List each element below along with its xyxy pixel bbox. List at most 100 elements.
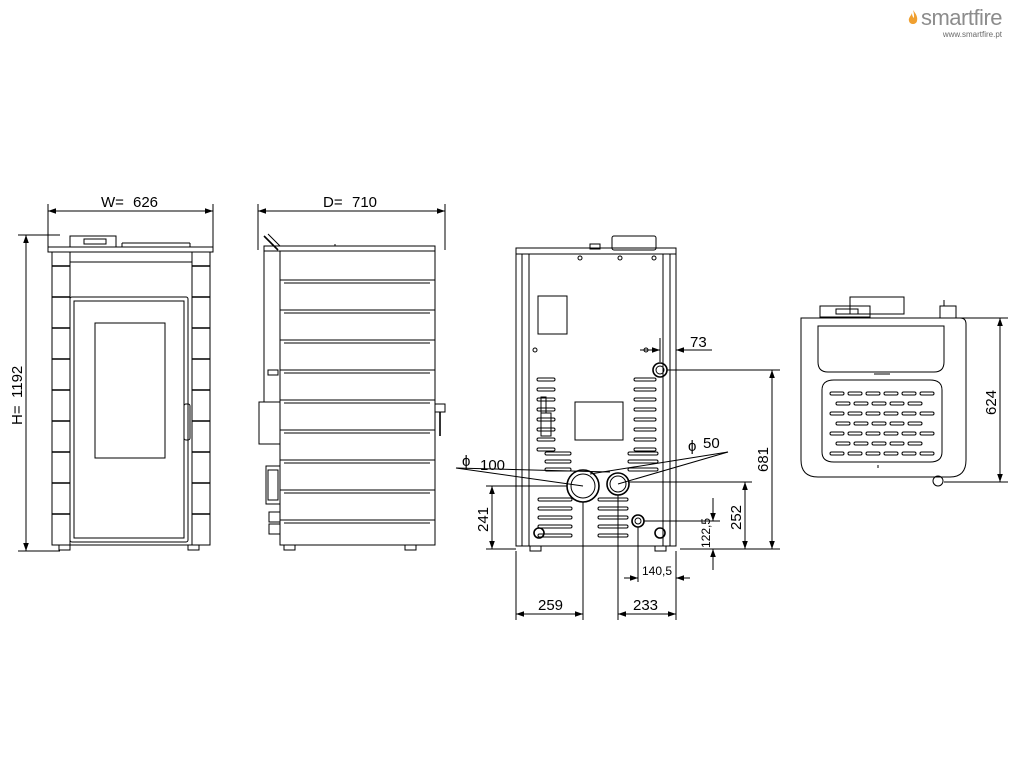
door-handle: [183, 403, 191, 441]
rear-vent-slot: [537, 515, 573, 520]
top-vent-slot: [829, 391, 845, 396]
depth-value: 710: [352, 194, 377, 211]
top-vent-slot: [865, 431, 881, 436]
rear-vent-slot: [597, 506, 629, 511]
rear-control-box: [611, 235, 657, 251]
dim-259: 259: [538, 597, 563, 614]
rear-vent-slot: [537, 533, 573, 538]
front-view: W= 626 H= 1192: [9, 194, 214, 552]
top-vent-slot: [865, 411, 881, 416]
rear-vent-slot: [633, 377, 657, 382]
top-vent-slot: [919, 431, 935, 436]
brand-url: www.smartfire.pt: [942, 30, 1002, 39]
top-vent-slot: [865, 451, 881, 456]
dim-252: 252: [728, 505, 745, 530]
top-vent-slot: [847, 431, 863, 436]
dim-233: 233: [633, 597, 658, 614]
rear-vent-slot: [536, 387, 556, 392]
rear-vent-slot: [544, 459, 572, 464]
top-vent-slot: [829, 411, 845, 416]
control-panel: [69, 235, 117, 248]
rear-vent-slot: [536, 427, 556, 432]
top-vent-slot: [871, 441, 887, 446]
side-view: D= 710: [257, 194, 446, 551]
top-vent-slot: [835, 441, 851, 446]
width-label: W=: [101, 194, 124, 211]
top-vent-slot: [919, 411, 935, 416]
rear-vent-slot: [597, 497, 629, 502]
dim-624: 624: [983, 390, 1000, 415]
top-vent-slot: [883, 411, 899, 416]
dim-681: 681: [755, 447, 772, 472]
brand-name: smartfire: [920, 5, 1003, 30]
top-vent-slot: [907, 441, 923, 446]
rear-vent-slot: [536, 437, 556, 442]
top-vent-slot: [835, 421, 851, 426]
rear-vent-slot: [627, 467, 659, 472]
rear-vent-slot: [633, 417, 657, 422]
top-outline: [800, 317, 967, 478]
top-vent-slot: [907, 421, 923, 426]
rear-vent-slot: [627, 451, 659, 456]
top-vent-slot: [883, 391, 899, 396]
top-vent-slot: [853, 401, 869, 406]
dim-241: 241: [475, 507, 492, 532]
height-label: H=: [9, 405, 26, 425]
top-vent-slot: [829, 431, 845, 436]
top-vent-slot: [835, 401, 851, 406]
top-vent-slot: [901, 451, 917, 456]
top-vent-slot: [847, 411, 863, 416]
rear-vent-slot: [633, 447, 657, 452]
top-vent-slot: [919, 451, 935, 456]
door-glass: [94, 322, 166, 459]
pipe-50-label: 50: [703, 435, 720, 452]
rear-vent-slot: [544, 451, 572, 456]
top-vent-slot: [871, 421, 887, 426]
door-frame: [69, 296, 189, 543]
rear-vent-slot: [633, 397, 657, 402]
rear-vent-slot: [536, 417, 556, 422]
rear-vent-slot: [627, 459, 659, 464]
top-vent-slot: [883, 451, 899, 456]
rear-small-fitting: [652, 362, 668, 378]
top-vent-slot: [919, 391, 935, 396]
height-value: 1192: [9, 366, 26, 398]
rear-vent-slot: [633, 407, 657, 412]
top-vent-slot: [871, 401, 887, 406]
top-vent-slot: [901, 391, 917, 396]
brand-logo: smartfire www.smartfire.pt: [907, 5, 1003, 39]
dim-73: 73: [690, 334, 707, 351]
top-vent-slot: [883, 431, 899, 436]
width-value: 626: [133, 194, 158, 211]
rear-vent-slot: [597, 533, 629, 538]
rear-vent-slot: [597, 515, 629, 520]
rear-vent-slot: [536, 377, 556, 382]
top-vent-slot: [889, 421, 905, 426]
top-vent-slot: [829, 451, 845, 456]
rear-vent-slot: [537, 506, 573, 511]
rear-vent-slot: [597, 524, 629, 529]
pipe-100-symbol: ϕ: [462, 453, 470, 470]
rear-vent-slot: [537, 497, 573, 502]
rear-vent-slot: [633, 387, 657, 392]
top-vent-slot: [889, 401, 905, 406]
top-lid: [817, 325, 945, 373]
rear-vent-slot: [536, 397, 556, 402]
pipe-100-label: 100: [480, 457, 505, 474]
top-vent-slot: [865, 391, 881, 396]
depth-label: D=: [323, 194, 343, 211]
rear-vent-slot: [536, 407, 556, 412]
dim-140-5: 140,5: [642, 564, 672, 578]
top-vent-panel: [821, 379, 943, 463]
top-vent-slot: [901, 431, 917, 436]
rear-vent-slot: [633, 427, 657, 432]
top-vent-slot: [847, 451, 863, 456]
top-view: 624: [800, 296, 1008, 487]
top-vent-slot: [853, 421, 869, 426]
top-vent-slot: [889, 441, 905, 446]
pipe-50-symbol: ϕ: [688, 438, 696, 455]
rear-view: 73 681 252 241 122,5 140,5 259 233 ϕ 100: [455, 235, 780, 620]
top-vent-slot: [847, 391, 863, 396]
rear-vent-slot: [633, 437, 657, 442]
